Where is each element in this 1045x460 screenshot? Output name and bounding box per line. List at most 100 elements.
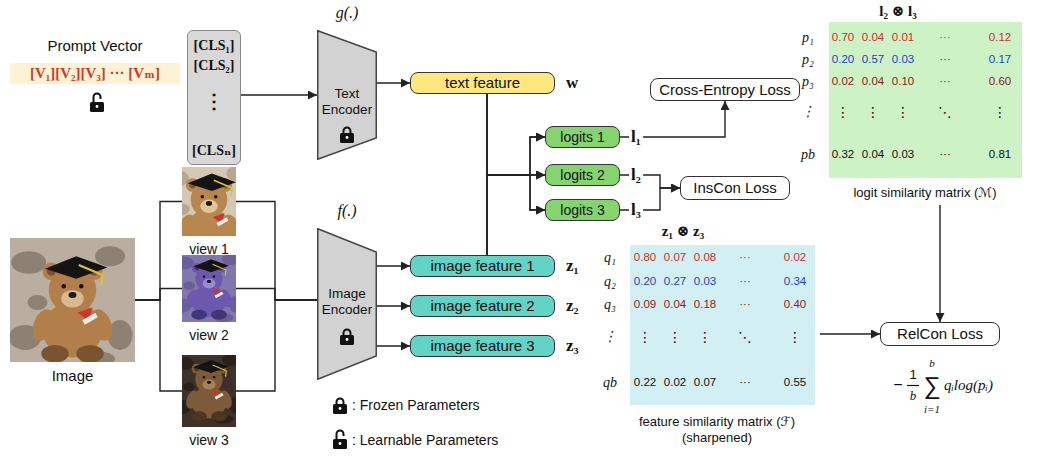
encoder-shape — [318, 229, 377, 380]
feature-box: image feature 2 — [410, 295, 555, 317]
bear-nose — [69, 292, 77, 298]
class-token: [CLS₂] — [194, 58, 235, 74]
matrix-cell: 0.04 — [862, 148, 884, 161]
matrix-cell: 0.57 — [862, 53, 884, 66]
logits-name: logits 3 — [560, 202, 604, 218]
bear-nose — [207, 381, 212, 384]
connector — [241, 94, 317, 95]
formula-part: i=1 — [924, 403, 940, 416]
matrix-cell: ··· — [739, 298, 751, 311]
encoder-name: Text Encoder — [317, 86, 377, 117]
bear-muzzle — [203, 279, 216, 289]
matrix-cell: ··· — [739, 251, 751, 264]
diploma-scroll — [82, 313, 97, 325]
matrix-cell: 0.02 — [832, 75, 854, 88]
formula-part: ∑ — [923, 372, 940, 400]
bear-eye — [201, 195, 204, 198]
matrix-title: l₂ ⊗ l₃ — [879, 3, 916, 20]
matrix-cell: 0.07 — [664, 251, 686, 264]
matrix-cell: 0.22 — [634, 376, 656, 389]
encoder-function: g(.) — [336, 4, 359, 22]
logits-box: logits 2 — [545, 164, 620, 186]
lock-body — [333, 404, 347, 414]
encoder-shape — [318, 31, 377, 160]
matrix-cell: ··· — [739, 376, 751, 389]
bear-nose — [207, 280, 212, 283]
background-blotch — [182, 203, 190, 215]
lock-body — [340, 335, 354, 345]
row-label: qb — [603, 375, 617, 391]
connector — [236, 300, 317, 391]
connector — [377, 82, 410, 83]
row-label: p₂ — [802, 52, 814, 68]
matrix-cell: 0.02 — [784, 251, 806, 264]
matrix-caption: logit similarity matrix (ℳ) — [853, 185, 996, 201]
unlock-keyhole — [96, 105, 99, 108]
matrix-cell: 0.17 — [989, 53, 1011, 66]
matrix-cell: 0.04 — [664, 298, 686, 311]
diploma-scroll — [215, 292, 224, 299]
bear-arm — [29, 306, 59, 343]
photo-caption: view 3 — [189, 432, 229, 448]
feature-box: text feature — [410, 72, 555, 94]
connector — [135, 202, 182, 301]
unlock-keyhole — [339, 442, 342, 445]
photo-caption: view 2 — [189, 327, 229, 343]
matrix-cell: 0.18 — [694, 298, 716, 311]
matrix-cell: 0.12 — [989, 31, 1011, 44]
loss-box: RelCon Loss — [880, 322, 1000, 346]
photo-background — [10, 238, 135, 362]
legend-text: : Frozen Parameters — [352, 397, 480, 413]
background-blotch — [222, 255, 236, 265]
augmented-view: view 2 — [182, 255, 236, 322]
matrix-cell: ⋱ — [938, 104, 952, 120]
class-token: [CLS₁] — [194, 38, 235, 54]
vector-symbol: l₁ — [629, 127, 643, 147]
feature-name: image feature 1 — [430, 257, 534, 274]
matrix-cell: 0.20 — [634, 275, 656, 288]
matrix-cell: ··· — [939, 75, 951, 88]
photo-caption: Image — [52, 367, 94, 384]
matrix-cell: ⋮ — [668, 329, 682, 345]
matrix-cell: 0.32 — [832, 148, 854, 161]
unlock-body — [90, 102, 104, 112]
matrix-cell: ··· — [939, 31, 951, 44]
teddy-photo — [10, 238, 135, 362]
background-blotch — [28, 295, 48, 310]
matrix-cell: 0.01 — [892, 31, 914, 44]
row-label: ⋮ — [801, 104, 815, 120]
prompt-tokens: [V₁][V₂][V₃] ··· [Vₘ] — [30, 65, 160, 82]
matrix-cell: 0.10 — [892, 75, 914, 88]
matrix-cell: 0.09 — [634, 298, 656, 311]
lock-keyhole — [339, 407, 342, 410]
input-image: Image — [10, 238, 135, 362]
connector — [377, 265, 410, 266]
bear-foot — [191, 310, 207, 320]
matrix-cell: 0.08 — [694, 251, 716, 264]
connector — [939, 205, 940, 322]
background-blotch — [95, 246, 125, 266]
loss-name: Cross-Entropy Loss — [659, 81, 791, 98]
bear-eye — [213, 275, 216, 278]
loss-box: InsCon Loss — [680, 176, 790, 200]
matrix-title: z₁ ⊗ z₃ — [662, 223, 704, 240]
logits-box: logits 1 — [545, 126, 620, 148]
text-encoder: g(.)Text Encoder — [317, 30, 377, 160]
matrix-cell: ⋮ — [638, 329, 652, 345]
matrix-cell: ··· — [739, 275, 751, 288]
connector — [487, 137, 545, 255]
loss-name: InsCon Loss — [693, 179, 776, 196]
matrix-cell: 0.70 — [832, 31, 854, 44]
formula-part: b — [929, 357, 935, 370]
matrix-cell: 0.40 — [784, 298, 806, 311]
matrix-cell: 0.07 — [694, 376, 716, 389]
lock-body — [340, 133, 354, 143]
similarity-matrix: z₁ ⊗ z₃q₁0.800.070.08···0.02q₂0.200.270.… — [595, 225, 820, 450]
matrix-cell: ⋮ — [836, 104, 850, 120]
bear-muzzle — [203, 379, 216, 389]
photo-background — [182, 167, 236, 236]
connector — [487, 94, 545, 175]
vector-symbol: l₃ — [629, 200, 643, 220]
bear-nose — [206, 201, 212, 206]
